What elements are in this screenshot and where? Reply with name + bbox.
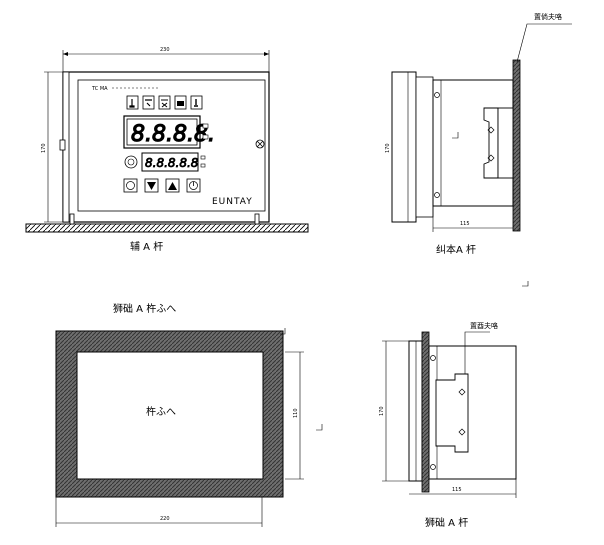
mounting-bracket — [483, 107, 499, 179]
bracket-label-top: 置倘夫咯 — [534, 12, 562, 21]
bracket-label-bottom: 置酉夫咯 — [470, 321, 498, 330]
cutout-height-dimension: 110 — [293, 408, 299, 418]
front-view-caption: 辅 A 杆 — [130, 240, 163, 253]
side-depth-dimension: 115 — [460, 221, 470, 227]
cutout-width-dimension: 220 — [160, 516, 170, 522]
mount-height-dimension: 170 — [379, 406, 385, 416]
front-height-dimension: 170 — [41, 143, 47, 153]
defrost-icon — [158, 95, 171, 110]
side-height-dimension: 170 — [385, 143, 391, 153]
indicator-icon-row — [126, 95, 203, 110]
mounting-panel — [421, 331, 430, 493]
mounting-wall — [512, 59, 521, 232]
side-view-caption: 纠本A 杆 — [436, 243, 476, 256]
side-view: 置倘夫咯 170 115 纠本A 杆 — [385, 12, 572, 287]
cutout-view: 狮础 A 杵ふへ 杵ふへ 110 220 — [55, 302, 323, 527]
secondary-display-value: 8.8.8.8.8 — [145, 156, 199, 170]
front-width-dimension: 230 — [160, 47, 170, 53]
mount-bracket — [435, 373, 469, 453]
main-display-value: 8.8.8.8. — [131, 122, 215, 147]
cutout-title: 狮础 A 杵ふへ — [113, 302, 176, 315]
cutout-inner-label: 杵ふへ — [146, 405, 176, 418]
panel-mount-view: 置酉夫咯 170 115 狮础 A 杆 — [379, 321, 517, 529]
front-view: TC MA 8.8.8.8. 8.8.8.8.8 — [25, 47, 309, 253]
brand-logo: EUNTAY — [212, 197, 253, 207]
mount-view-caption: 狮础 A 杆 — [425, 516, 468, 529]
secondary-display — [141, 152, 199, 172]
fan-icon — [142, 95, 155, 110]
cutout-hatched-frame — [55, 330, 284, 498]
mounting-base — [25, 223, 309, 233]
mount-depth-dimension: 115 — [452, 487, 462, 493]
model-label: TC MA — [91, 86, 108, 92]
